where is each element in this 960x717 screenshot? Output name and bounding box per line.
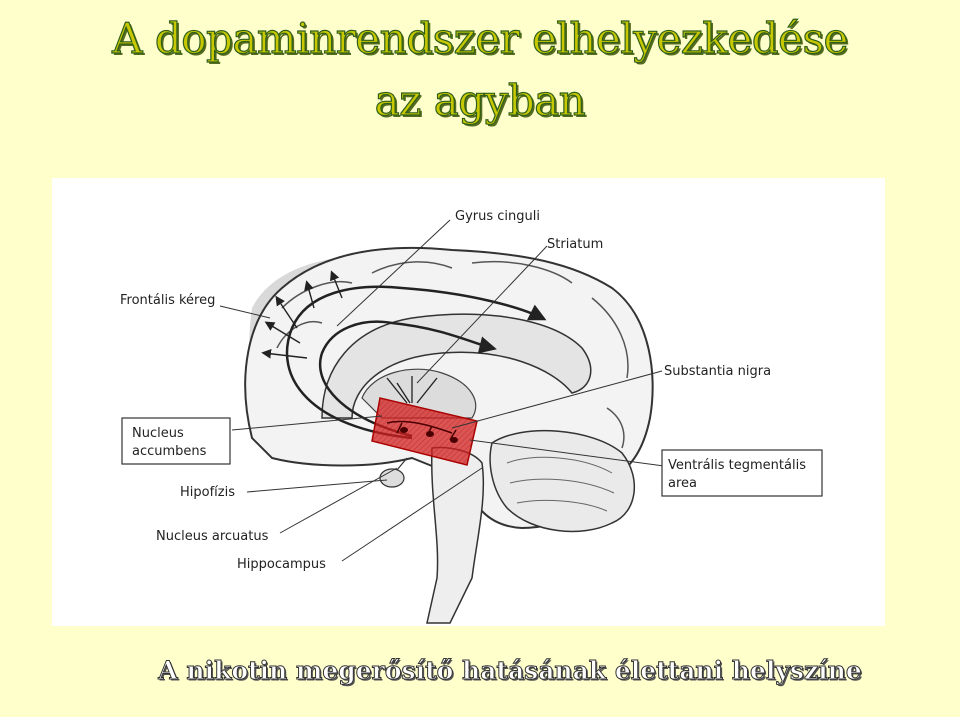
brain-illustration: Gyrus cinguli Striatum Frontális kéreg S…: [120, 209, 823, 624]
cerebellum: [489, 429, 636, 533]
mesocortical-pathway-2: [318, 320, 497, 438]
frontal-branch-1: [275, 295, 298, 329]
label-hipofizis: Hipofízis: [180, 485, 235, 500]
brain-diagram: Gyrus cinguli Striatum Frontális kéreg S…: [52, 178, 885, 626]
frontal-branch-4: [304, 280, 315, 309]
corpus-callosum: [321, 313, 592, 419]
label-striatum: Striatum: [547, 237, 603, 252]
leader-nucleus-arcuatus: [279, 467, 398, 534]
frontal-branch-2: [264, 321, 301, 344]
leader-frontalis: [219, 305, 271, 319]
brainstem: [426, 446, 485, 624]
label-ventralis-1: Ventrális tegmentális: [668, 458, 806, 473]
nucleus-accumbens-box: [121, 417, 231, 465]
slide-title-line1: A dopaminrendszer elhelyezkedése: [112, 14, 849, 63]
leader-striatum: [416, 245, 548, 384]
label-nucleus-accumbens-2: accumbens: [132, 444, 207, 459]
leader-ventralis: [469, 439, 665, 467]
slide-title-line2: az agyban: [374, 76, 586, 125]
frontal-branch-5: [330, 270, 343, 299]
gyri-lines: [276, 260, 629, 449]
leader-gyrus-cinguli: [336, 219, 451, 327]
leader-hipofizis: [246, 479, 388, 493]
label-hippocampus: Hippocampus: [237, 557, 326, 572]
label-ventralis-2: area: [668, 476, 697, 491]
pituitary-stalk: [396, 457, 408, 471]
cerebellum-folia: [506, 456, 615, 512]
label-gyrus-cinguli: Gyrus cinguli: [455, 209, 540, 224]
leader-hippocampus: [341, 467, 483, 562]
frontal-branch-3: [261, 348, 308, 359]
striatum-branches: [386, 376, 438, 404]
leader-substantia-nigra: [451, 370, 663, 429]
ventralis-box: [661, 449, 823, 497]
mesocortical-pathway-1: [285, 285, 547, 440]
label-substantia-nigra: Substantia nigra: [664, 364, 771, 379]
vta-neurons: [386, 420, 457, 441]
pituitary: [379, 468, 405, 488]
label-frontalis-kereg: Frontális kéreg: [120, 293, 215, 308]
leader-nucleus-accumbens: [231, 415, 383, 431]
label-nucleus-arcuatus: Nucleus arcuatus: [156, 529, 269, 544]
slide-caption: A nikotin megerősítő hatásának élettani …: [158, 656, 863, 686]
label-nucleus-accumbens-1: Nucleus: [132, 426, 184, 441]
vta-highlight-box: [371, 397, 478, 466]
